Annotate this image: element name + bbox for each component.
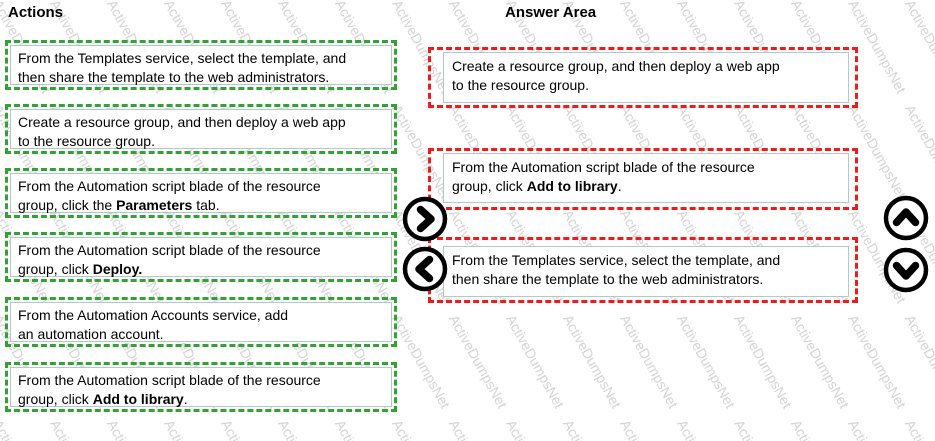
action-item-box: From the Automation script blade of the … bbox=[10, 173, 392, 213]
watermark-text: ActiveDumpsNet bbox=[617, 312, 682, 411]
action-item[interactable]: From the Automation script blade of the … bbox=[5, 168, 397, 218]
actions-title: Actions bbox=[8, 4, 64, 21]
watermark-text: ActiveDumpsNet bbox=[560, 312, 625, 411]
action-item[interactable]: From the Automation Accounts service, ad… bbox=[5, 297, 397, 347]
watermark-text: ActiveDumpsNet bbox=[332, 417, 397, 441]
watermark-text: ActiveDumpsNet bbox=[731, 417, 796, 441]
action-item[interactable]: From the Automation script blade of the … bbox=[5, 362, 397, 412]
answer-item-text: Create a resource group, and then deploy… bbox=[452, 58, 780, 93]
watermark-text: ActiveDumpsNet bbox=[674, 417, 739, 441]
move-up-button[interactable] bbox=[883, 195, 929, 241]
answer-item[interactable]: From the Automation script blade of the … bbox=[443, 153, 849, 203]
watermark-text: ActiveDumpsNet bbox=[902, 312, 935, 411]
watermark-text: ActiveDumpsNet bbox=[0, 417, 55, 441]
watermark-text: ActiveDumpsNet bbox=[104, 417, 169, 441]
watermark-text: ActiveDumpsNet bbox=[218, 417, 283, 441]
action-item-text: From the Automation script blade of the … bbox=[18, 242, 321, 277]
action-item-box: From the Templates service, select the t… bbox=[10, 45, 392, 85]
move-to-answer-button[interactable] bbox=[402, 196, 448, 242]
watermark-text: ActiveDumpsNet bbox=[389, 312, 454, 411]
watermark-text: ActiveDumpsNet bbox=[731, 312, 796, 411]
watermark-text: ActiveDumpsNet bbox=[902, 0, 935, 96]
action-item-box: From the Automation Accounts service, ad… bbox=[10, 302, 392, 342]
answer-item[interactable]: From the Templates service, select the t… bbox=[443, 246, 849, 297]
watermark-text: ActiveDumpsNet bbox=[617, 417, 682, 441]
action-item[interactable]: Create a resource group, and then deploy… bbox=[5, 104, 397, 154]
answer-area-title: Answer Area bbox=[505, 4, 597, 21]
remove-from-answer-button[interactable] bbox=[402, 246, 448, 292]
watermark-text: ActiveDumpsNet bbox=[560, 417, 625, 441]
watermark-text: ActiveDumpsNet bbox=[275, 417, 340, 441]
answer-slot: From the Templates service, select the t… bbox=[428, 237, 858, 303]
chevron-down-icon bbox=[883, 247, 929, 293]
chevron-up-icon bbox=[883, 195, 929, 241]
action-item-box: Create a resource group, and then deploy… bbox=[10, 109, 392, 149]
watermark-text: ActiveDumpsNet bbox=[47, 417, 112, 441]
chevron-right-icon bbox=[402, 196, 448, 242]
action-item-text: From the Automation Accounts service, ad… bbox=[18, 307, 289, 342]
action-item[interactable]: From the Templates service, select the t… bbox=[5, 40, 397, 90]
watermark-text: ActiveDumpsNet bbox=[389, 417, 454, 441]
watermark-text: ActiveDumpsNet bbox=[446, 312, 511, 411]
move-down-button[interactable] bbox=[883, 247, 929, 293]
action-item-box: From the Automation script blade of the … bbox=[10, 237, 392, 277]
action-item-text: From the Automation script blade of the … bbox=[18, 372, 321, 407]
watermark-text: ActiveDumpsNet bbox=[674, 312, 739, 411]
watermark-text: ActiveDumpsNet bbox=[503, 417, 568, 441]
answer-item-text: From the Templates service, select the t… bbox=[452, 252, 781, 287]
action-item-text: Create a resource group, and then deploy… bbox=[18, 114, 346, 149]
answer-item-text: From the Automation script blade of the … bbox=[452, 159, 755, 194]
watermark-text: ActiveDumpsNet bbox=[503, 312, 568, 411]
chevron-left-icon bbox=[402, 246, 448, 292]
watermark-text: ActiveDumpsNet bbox=[845, 417, 910, 441]
watermark-text: ActiveDumpsNet bbox=[845, 312, 910, 411]
watermark-text: ActiveDumpsNet bbox=[902, 102, 935, 201]
watermark-text: ActiveDumpsNet bbox=[161, 417, 226, 441]
watermark-text: ActiveDumpsNet bbox=[788, 417, 853, 441]
watermark-text: ActiveDumpsNet bbox=[788, 312, 853, 411]
answer-slot: From the Automation script blade of the … bbox=[428, 148, 858, 210]
action-item-text: From the Templates service, select the t… bbox=[18, 50, 347, 85]
action-item[interactable]: From the Automation script blade of the … bbox=[5, 232, 397, 282]
action-item-box: From the Automation script blade of the … bbox=[10, 367, 392, 407]
action-item-text: From the Automation script blade of the … bbox=[18, 178, 321, 213]
watermark-text: ActiveDumpsNet bbox=[446, 417, 511, 441]
answer-slot: Create a resource group, and then deploy… bbox=[428, 47, 858, 108]
watermark-text: ActiveDumpsNet bbox=[902, 417, 935, 441]
answer-item[interactable]: Create a resource group, and then deploy… bbox=[443, 52, 849, 103]
